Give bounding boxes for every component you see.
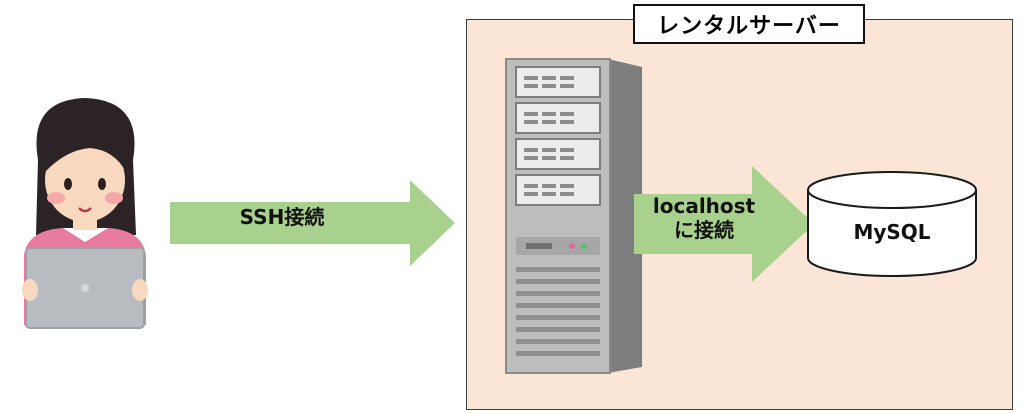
ssh-arrow [170,180,455,266]
ssh-label: SSH接続 [239,205,325,229]
database-cylinder-icon [807,171,977,277]
rental-server-title: レンタルサーバー [633,4,865,44]
localhost-label-line2: に接続 [674,218,734,242]
mysql-label: MySQL [853,220,931,244]
woman-with-laptop-icon [22,98,148,329]
localhost-arrow [634,166,814,282]
localhost-label: localhost に接続 [634,194,774,242]
tower-server-icon [505,58,642,374]
localhost-label-line1: localhost [652,194,756,218]
